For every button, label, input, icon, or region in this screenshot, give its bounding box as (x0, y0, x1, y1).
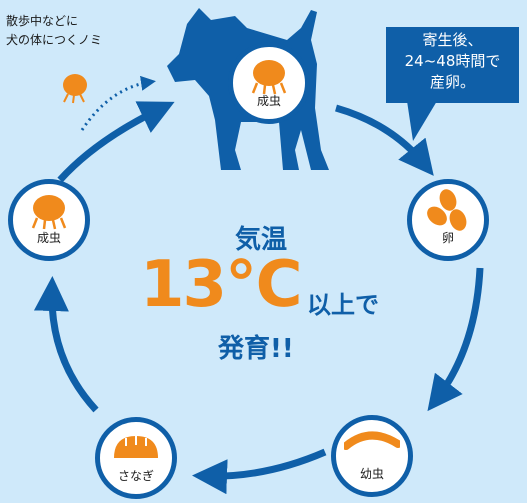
stage-label-larva: 幼虫 (359, 467, 384, 481)
pupa-icon (114, 436, 158, 458)
egg-icon (427, 189, 467, 231)
center-line-3: 発育!! (218, 334, 294, 364)
center-temperature: 13℃ (140, 248, 303, 322)
stage-label-adult: 成虫 (36, 231, 61, 245)
stage-node-egg: 卵 (407, 179, 489, 261)
note-line-1: 散歩中などに (6, 14, 79, 28)
callout-pointer (407, 101, 437, 141)
stage-node-dog-adult: 成虫 (228, 42, 310, 124)
larva-icon (344, 431, 400, 450)
stage-node-larva: 幼虫 (331, 415, 413, 497)
stage-node-pupa: さなぎ (95, 417, 177, 499)
center-line-1: 気温 (235, 225, 288, 255)
stage-label-dog-adult: 成虫 (256, 94, 281, 108)
callout-line-1: 寄生後、 (422, 31, 483, 49)
flea-on-dog-note: 散歩中などに 犬の体につくノミ (6, 12, 102, 50)
flea-icon (31, 195, 67, 230)
egg-laying-callout: 寄生後、 24~48時間で 産卵。 (386, 27, 519, 103)
note-line-2: 犬の体につくノミ (6, 33, 103, 47)
stage-label-pupa: さなぎ (117, 469, 154, 483)
callout-line-2: 24~48時間で (404, 52, 501, 70)
stage-node-adult: 成虫 (8, 179, 90, 261)
small-flea-icon (63, 74, 87, 104)
flea-icon (251, 60, 287, 95)
stage-label-egg: 卵 (441, 231, 454, 245)
callout-line-3: 産卵。 (429, 73, 475, 91)
center-suffix: 以上で (307, 291, 379, 319)
